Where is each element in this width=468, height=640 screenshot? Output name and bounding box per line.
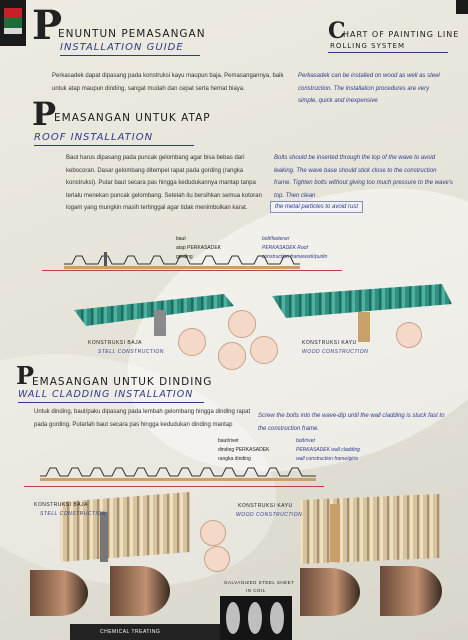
wall-paragraph-en: Screw the bolts into the wave-dip until … bbox=[258, 413, 445, 432]
roof-underline bbox=[34, 145, 194, 146]
wall-label-wall-en: PERKASADEK wall cladding bbox=[296, 447, 360, 453]
roof-subtitle: ROOF INSTALLATION bbox=[34, 132, 154, 143]
wall-label-frame-en: wall construction frame/girts bbox=[296, 456, 358, 462]
roof-profile-baseline bbox=[42, 270, 342, 271]
roof-paragraph-en: Bolts should be inserted through the top… bbox=[274, 155, 453, 199]
galvanized-caption-1: GALVANIZED STEEL SHEET bbox=[224, 580, 295, 585]
roof-label-purlin-en: construction framework/purlin bbox=[262, 254, 328, 260]
roof-steel-panel bbox=[74, 294, 234, 336]
chart-underline bbox=[328, 52, 448, 53]
roof-wood-caption: KONSTRUKSI KAYU bbox=[302, 340, 357, 346]
roof-detail-circle bbox=[228, 310, 256, 338]
roof-paragraph-id: Baut harus dipasang pada puncak gelomban… bbox=[66, 155, 262, 211]
roof-profile-diagram bbox=[64, 252, 300, 269]
roof-detail-circle bbox=[250, 336, 278, 364]
guide-paragraph-id: Perkasadek dapat dipasang pada konstruks… bbox=[52, 73, 284, 92]
steel-coil bbox=[110, 566, 170, 616]
galvanized-caption-2: IN COIL bbox=[246, 588, 266, 593]
wall-subtitle: WALL CLADDING INSTALLATION bbox=[18, 389, 194, 400]
roof-detail-circle bbox=[396, 322, 422, 348]
steel-coil bbox=[380, 566, 442, 616]
roof-label-roof-en: PERKASADEK Roof bbox=[262, 245, 308, 251]
chemical-treating-bar bbox=[70, 624, 220, 640]
wall-label-frame: rangka dinding bbox=[218, 456, 251, 462]
chart-title: HART OF PAINTING LINE bbox=[343, 30, 460, 39]
wall-profile-baseline bbox=[24, 486, 324, 487]
wall-title: EMASANGAN UNTUK DINDING bbox=[32, 376, 213, 388]
wall-detail-circle bbox=[200, 520, 226, 546]
coil-block bbox=[220, 596, 292, 640]
roof-wood-panel bbox=[272, 284, 452, 342]
steel-coil bbox=[30, 570, 88, 616]
wall-underline bbox=[18, 402, 204, 403]
wall-paragraph-id: Untuk dinding, baut/paku dipasang pada l… bbox=[34, 409, 251, 428]
wall-initial: P bbox=[16, 361, 35, 390]
chart-initial: C bbox=[328, 18, 346, 44]
roof-label-purlin: gording bbox=[176, 254, 193, 260]
roof-initial: P bbox=[32, 95, 57, 133]
roof-detail-circle bbox=[178, 328, 206, 356]
guide-initial: P bbox=[32, 2, 63, 49]
roof-steel-caption: KONSTRUKSI BAJA bbox=[88, 340, 142, 346]
wall-steel-caption-en: STELL CONSTRUCTION bbox=[40, 511, 106, 517]
corner-mark bbox=[456, 0, 468, 14]
wall-label-bolt-en: bolt/rivet bbox=[296, 438, 315, 444]
roof-paragraph-en-box: the metal particles to avoid rust bbox=[270, 201, 364, 213]
roof-label-bolt-en: bolt/fastener bbox=[262, 236, 290, 242]
steel-coil bbox=[300, 568, 360, 616]
wall-profile-diagram bbox=[40, 467, 316, 481]
wall-wood-panel bbox=[300, 494, 440, 564]
roof-detail-circle bbox=[218, 342, 246, 370]
guide-paragraph-en: Perkasadek can be installed on wood as w… bbox=[298, 73, 440, 104]
wall-wood-caption-en: WOOD CONSTRUCTION bbox=[236, 512, 303, 518]
wall-steel-caption: KONSTRUKSI BAJA bbox=[34, 502, 88, 508]
guide-title: ENUNTUN PEMASANGAN bbox=[58, 28, 206, 40]
roof-steel-caption-en: STELL CONSTRUCTION bbox=[98, 349, 164, 355]
wall-label-wall: dinding PERKASADEK bbox=[218, 447, 270, 453]
flag-logo bbox=[0, 0, 26, 46]
roof-wood-caption-en: WOOD CONSTRUCTION bbox=[302, 349, 369, 355]
roof-label-bolt: baut bbox=[176, 236, 186, 242]
wall-label-bolt: baut/rivet bbox=[218, 438, 239, 444]
wall-steel-panel bbox=[60, 492, 190, 562]
roof-title: EMASANGAN UNTUK ATAP bbox=[54, 112, 211, 124]
wall-detail-circle bbox=[204, 546, 230, 572]
guide-subtitle: INSTALLATION GUIDE bbox=[60, 42, 184, 53]
wall-wood-caption: KONSTRUKSI KAYU bbox=[238, 503, 293, 509]
chart-subtitle: ROLLING SYSTEM bbox=[330, 42, 406, 50]
guide-underline bbox=[60, 55, 200, 56]
roof-label-roof: atap PERKASADEK bbox=[176, 245, 222, 251]
chemical-treating-label: CHEMICAL TREATING bbox=[100, 629, 161, 635]
